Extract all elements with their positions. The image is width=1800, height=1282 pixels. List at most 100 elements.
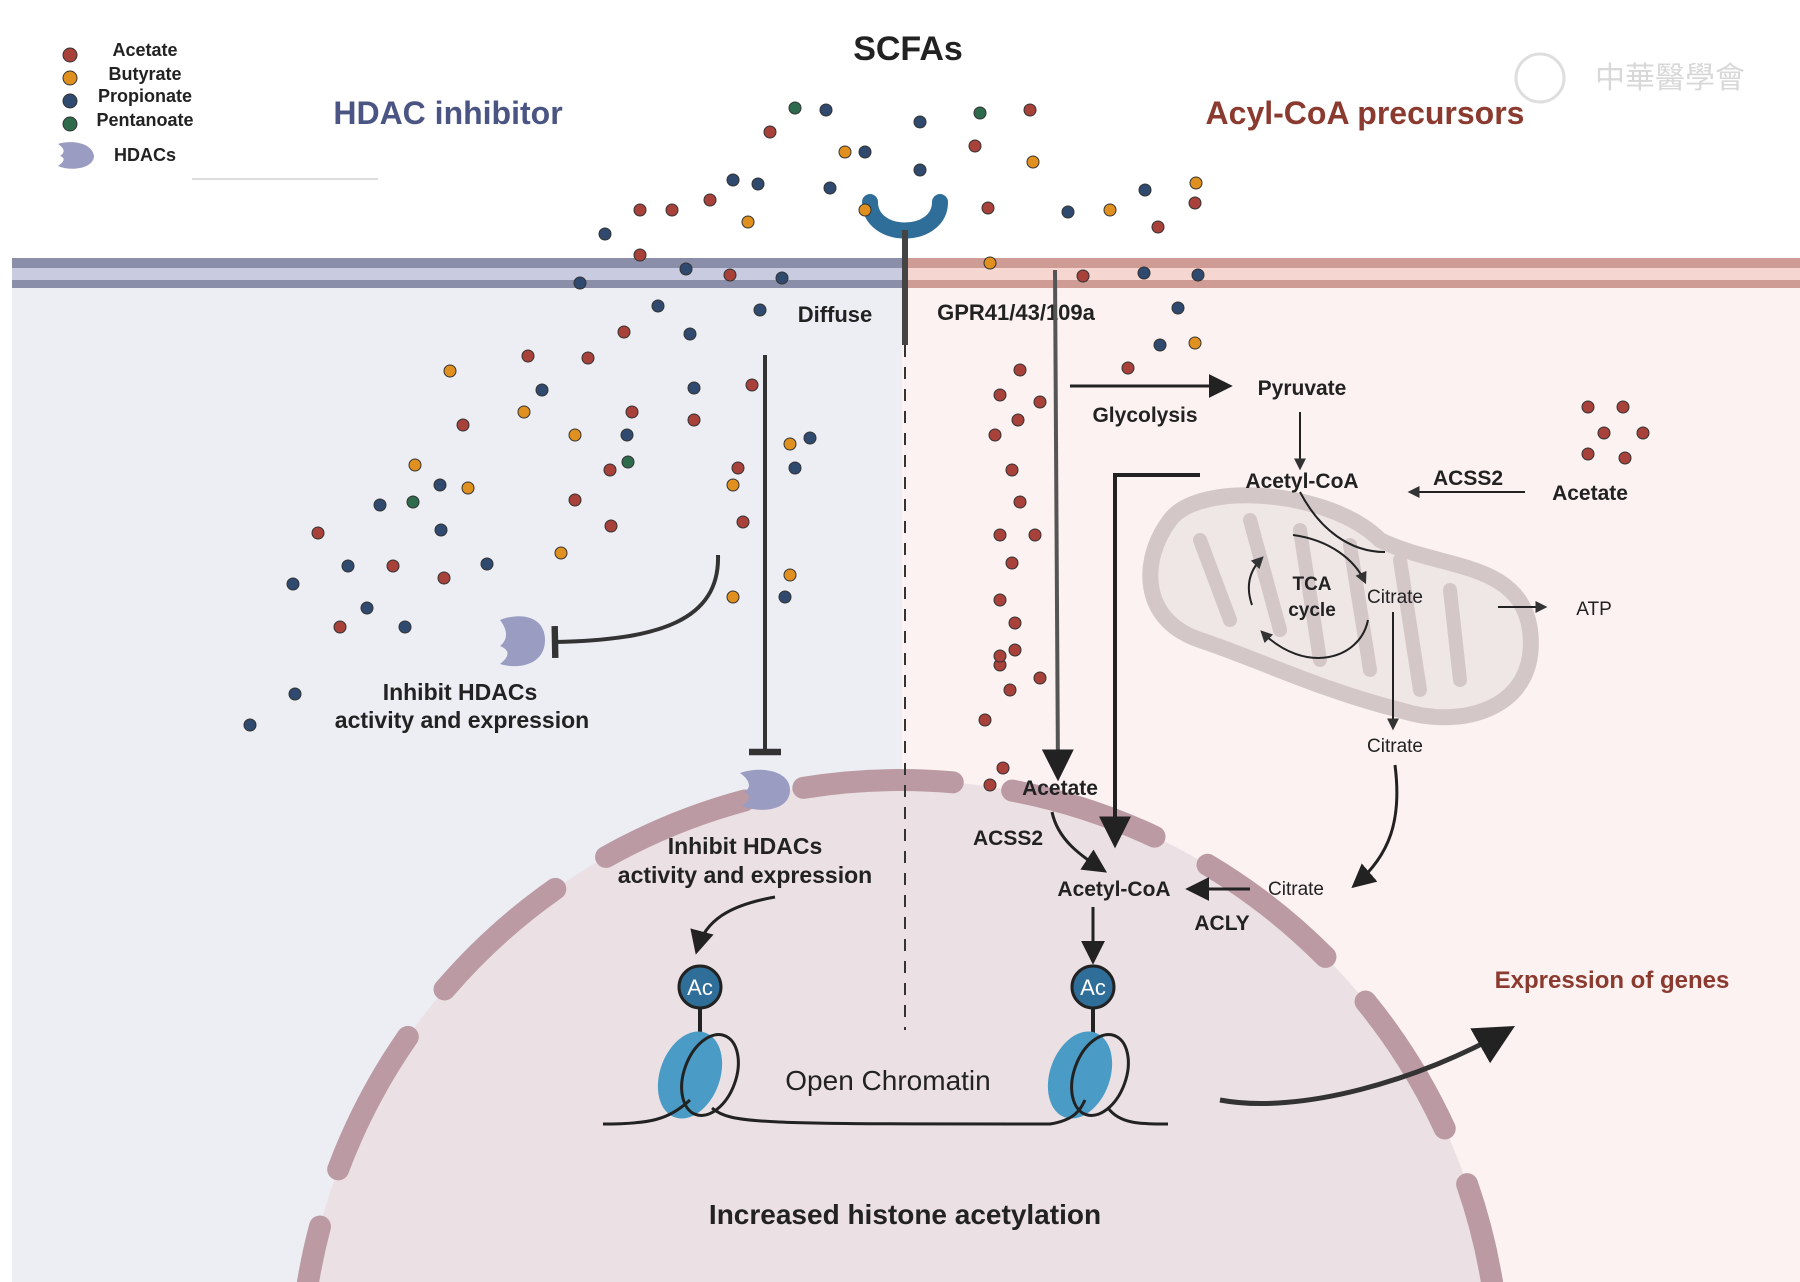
- mitochondrion: [1142, 487, 1539, 726]
- legend-propionate: Propionate: [98, 86, 192, 106]
- scfa-molecule-dot: [1023, 103, 1037, 117]
- legend-propionate-dot: [62, 93, 78, 109]
- scfa-molecule-dot: [993, 388, 1007, 402]
- scfa-molecule-dot: [286, 577, 300, 591]
- left-heading: HDAC inhibitor: [333, 95, 562, 131]
- scfa-molecule-dot: [386, 559, 400, 573]
- legend-butyrate: Butyrate: [108, 64, 181, 84]
- scfa-molecule-dot: [731, 461, 745, 475]
- scfa-molecule-dot: [521, 349, 535, 363]
- scfa-molecule-dot: [398, 620, 412, 634]
- acss2-nucleus-label: ACSS2: [973, 827, 1043, 850]
- legend-hdac-icon: [58, 142, 94, 169]
- scfa-molecule-dot: [1188, 196, 1202, 210]
- citrate-nucleus-label: Citrate: [1268, 879, 1324, 900]
- scfa-molecule-dot: [736, 515, 750, 529]
- scfa-molecule-dot: [978, 713, 992, 727]
- scfa-molecule-dot: [981, 201, 995, 215]
- scfa-molecule-dot: [1005, 463, 1019, 477]
- scfa-molecule-dot: [1013, 495, 1027, 509]
- scfa-molecule-dot: [434, 523, 448, 537]
- scfa-molecule-dot: [288, 687, 302, 701]
- legend: Acetate Butyrate Propionate Pentanoate H…: [58, 40, 378, 180]
- scfa-molecule-dot: [993, 649, 1007, 663]
- inhibit-inner-line2: activity and expression: [618, 862, 872, 888]
- scfa-molecule-dot: [456, 418, 470, 432]
- scfa-molecule-dot: [745, 378, 759, 392]
- scfa-molecule-dot: [554, 546, 568, 560]
- scfa-molecule-dot: [723, 268, 737, 282]
- glycolysis-label: Glycolysis: [1092, 404, 1197, 427]
- scfa-molecule-dot: [819, 103, 833, 117]
- scfa-molecule-dot: [1188, 336, 1202, 350]
- legend-hdacs: HDACs: [114, 145, 176, 165]
- scfa-molecule-dot: [763, 125, 777, 139]
- hdac-inner-icon: [740, 769, 790, 810]
- scfa-molecule-dot: [373, 498, 387, 512]
- open-chromatin-label: Open Chromatin: [785, 1065, 990, 1096]
- scfa-molecule-dot: [1076, 269, 1090, 283]
- watermark: 中華醫學會: [1595, 61, 1745, 96]
- legend-pentanoate-dot: [62, 116, 78, 132]
- scfa-molecule-dot: [1121, 361, 1135, 375]
- scfa-molecule-dot: [726, 590, 740, 604]
- acly-label: ACLY: [1194, 912, 1249, 935]
- receptor-label: GPR41/43/109a: [937, 300, 1096, 325]
- right-heading: Acyl-CoA precursors: [1206, 95, 1525, 131]
- scfa-molecule-dot: [665, 203, 679, 217]
- scfa-molecule-dot: [1103, 203, 1117, 217]
- scfa-molecule-dot: [993, 528, 1007, 542]
- gpr-receptor-icon: [862, 194, 948, 1030]
- scfa-molecule-dot: [1153, 338, 1167, 352]
- scfa-molecule-dot: [633, 203, 647, 217]
- scfa-molecule-dot: [360, 601, 374, 615]
- tca-line2: cycle: [1288, 600, 1336, 621]
- legend-butyrate-dot: [62, 70, 78, 86]
- scfa-molecule-dot: [973, 106, 987, 120]
- scfa-molecule-dot: [620, 428, 634, 442]
- scfa-molecule-dot: [803, 431, 817, 445]
- scfa-molecule-dot: [633, 248, 647, 262]
- scfa-molecule-dot: [1171, 301, 1185, 315]
- legend-acetate-dot: [62, 47, 78, 63]
- scfa-molecule-dot: [687, 381, 701, 395]
- scfa-molecule-dot: [1137, 266, 1151, 280]
- acss2-top-label: ACSS2: [1433, 467, 1503, 490]
- scfa-molecule-dot: [1003, 683, 1017, 697]
- svg-text:Ac: Ac: [687, 975, 713, 1000]
- scfa-molecule-dot: [1189, 176, 1203, 190]
- scfa-molecule-dot: [603, 463, 617, 477]
- scfa-molecule-dot: [1581, 447, 1595, 461]
- scfa-molecule-dot: [1191, 268, 1205, 282]
- scfa-molecule-dot: [1616, 400, 1630, 414]
- scfa-molecule-dot: [703, 193, 717, 207]
- scfa-molecule-dot: [983, 256, 997, 270]
- scfa-molecule-dot: [783, 568, 797, 582]
- acetate-nucleus-label: Acetate: [1022, 777, 1098, 800]
- scfa-molecule-dot: [1581, 400, 1595, 414]
- scfa-molecule-dot: [581, 351, 595, 365]
- scfa-molecule-dot: [788, 461, 802, 475]
- nucleosome-right: Ac: [1047, 964, 1130, 1119]
- scfa-molecule-dot: [573, 276, 587, 290]
- citrate-mito-label: Citrate: [1367, 587, 1423, 608]
- scfa-molecule-dot: [913, 115, 927, 129]
- scfa-molecule-dot: [433, 478, 447, 492]
- cell-membrane: [12, 258, 1800, 288]
- svg-text:Ac: Ac: [1080, 975, 1106, 1000]
- nucleosome-left: Ac: [657, 964, 740, 1119]
- scfa-molecule-dot: [625, 405, 639, 419]
- scfa-molecule-dot: [617, 325, 631, 339]
- nucleus: [297, 769, 1503, 1282]
- scfa-molecule-dot: [1033, 671, 1047, 685]
- atp-label: ATP: [1576, 599, 1612, 620]
- dna-strand: [602, 1098, 1169, 1126]
- scfa-molecule-dot: [1028, 528, 1042, 542]
- acetate-uptake-arrow: [1041, 269, 1074, 782]
- legend-pentanoate: Pentanoate: [96, 110, 193, 130]
- scfa-molecule-dot: [568, 428, 582, 442]
- scfa-molecule-dot: [996, 761, 1010, 775]
- scfa-molecule-dot: [437, 571, 451, 585]
- scfa-molecule-dot: [1636, 426, 1650, 440]
- scfa-molecule-dot: [598, 227, 612, 241]
